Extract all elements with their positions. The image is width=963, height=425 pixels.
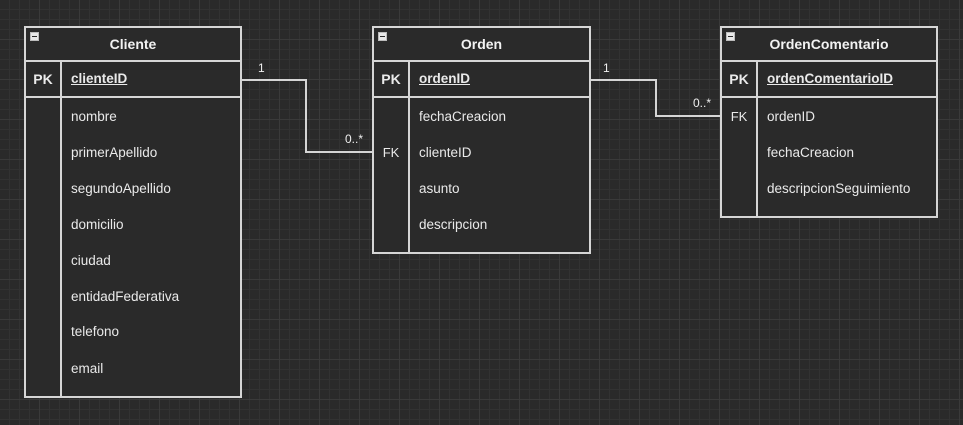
- field-item[interactable]: email: [71, 361, 104, 376]
- pk-field: ordenID: [419, 71, 471, 86]
- key-column: [722, 62, 758, 96]
- entity-orden-comentario[interactable]: OrdenComentario PK ordenComentarioID FK …: [720, 26, 938, 218]
- entity-header[interactable]: OrdenComentario: [722, 28, 936, 62]
- field-item[interactable]: ordenID: [767, 109, 816, 124]
- field-item[interactable]: fechaCreacion: [767, 145, 855, 160]
- mult-cliente-one: 1: [258, 61, 265, 75]
- relation-line-cliente-orden[interactable]: [241, 79, 374, 153]
- field-list: FK ordenID fechaCreacion descripcionSegu…: [722, 98, 936, 216]
- field-item[interactable]: fechaCreacion: [419, 109, 507, 124]
- entity-cliente[interactable]: Cliente PK clienteID nombre primerApelli…: [24, 26, 242, 398]
- key-column: [26, 62, 62, 96]
- entity-title: Orden: [460, 36, 503, 52]
- key-column: [374, 62, 410, 96]
- pk-label: PK: [33, 71, 53, 87]
- field-item[interactable]: telefono: [71, 324, 120, 339]
- field-item[interactable]: entidadFederativa: [71, 289, 180, 304]
- pk-field: ordenComentarioID: [767, 71, 894, 86]
- mult-orden-one: 1: [603, 61, 610, 75]
- collapse-icon[interactable]: [726, 32, 735, 41]
- entity-header[interactable]: Cliente: [26, 28, 240, 62]
- fk-label: FK: [382, 145, 400, 160]
- field-item[interactable]: descripcionSeguimiento: [767, 181, 911, 196]
- field-list: nombre primerApellido segundoApellido do…: [26, 98, 240, 396]
- collapse-icon[interactable]: [378, 32, 387, 41]
- mult-orden-many: 0..*: [345, 132, 364, 146]
- pk-field: clienteID: [71, 71, 128, 86]
- key-column: [374, 98, 410, 252]
- entity-title: Cliente: [109, 36, 157, 52]
- field-item[interactable]: clienteID: [419, 145, 472, 160]
- mult-comentario-many: 0..*: [693, 96, 712, 110]
- entity-title: OrdenComentario: [769, 36, 889, 52]
- pk-label: PK: [729, 71, 749, 87]
- pk-row[interactable]: PK ordenID: [374, 62, 589, 98]
- pk-label: PK: [381, 71, 401, 87]
- key-column: [26, 98, 62, 396]
- field-item[interactable]: nombre: [71, 109, 117, 124]
- key-column: [722, 98, 758, 216]
- relation-line-orden-comentario[interactable]: [591, 79, 722, 117]
- field-item[interactable]: descripcion: [419, 217, 488, 232]
- pk-row[interactable]: PK ordenComentarioID: [722, 62, 936, 98]
- field-list: fechaCreacion FK clienteID asunto descri…: [374, 98, 589, 252]
- entity-header[interactable]: Orden: [374, 28, 589, 62]
- field-item[interactable]: segundoApellido: [71, 181, 171, 196]
- entity-orden[interactable]: Orden PK ordenID fechaCreacion FK client…: [372, 26, 591, 254]
- field-item[interactable]: primerApellido: [71, 145, 158, 160]
- pk-row[interactable]: PK clienteID: [26, 62, 240, 98]
- field-item[interactable]: ciudad: [71, 253, 111, 268]
- field-item[interactable]: domicilio: [71, 217, 124, 232]
- fk-label: FK: [730, 109, 748, 124]
- field-item[interactable]: asunto: [419, 181, 460, 196]
- collapse-icon[interactable]: [30, 32, 39, 41]
